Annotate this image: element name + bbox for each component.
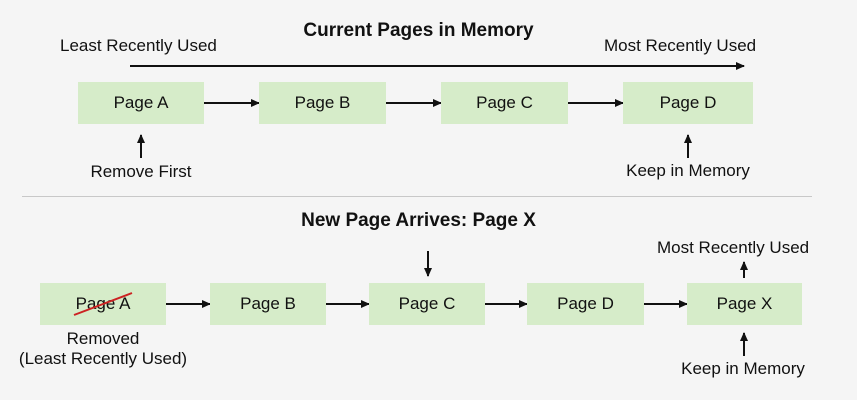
lru-label-top: Least Recently Used [60,36,217,55]
page-box-label: Page B [294,93,351,112]
page-box-a-removed: Page A [40,283,166,325]
page-box-label: Page D [557,294,614,313]
page-box-b-bottom: Page B [210,283,326,325]
top-title: Current Pages in Memory [303,20,534,41]
page-box-label: Page D [659,93,717,112]
strikethrough-line [73,292,133,316]
page-box-label: Page A [113,93,169,112]
page-box-label: Page C [398,294,456,313]
page-box-d: Page D [623,82,753,124]
mru-label-top: Most Recently Used [604,36,757,55]
page-box-c-bottom: Page C [369,283,485,325]
removed-label: Removed [66,329,140,348]
page-box-label: Page B [240,294,296,313]
remove-first-label: Remove First [90,162,192,181]
page-box-b: Page B [259,82,386,124]
keep-in-memory-label-top: Keep in Memory [626,161,750,180]
removed-sublabel: (Least Recently Used) [18,349,188,368]
page-box-c: Page C [441,82,568,124]
page-box-x: Page X [687,283,802,325]
keep-in-memory-label-bottom: Keep in Memory [681,359,805,378]
page-box-label: Page X [716,294,773,313]
page-box-d-bottom: Page D [527,283,644,325]
bottom-title: New Page Arrives: Page X [301,210,536,231]
mru-label-bottom: Most Recently Used [657,238,810,257]
page-box-label: Page C [476,93,533,112]
section-divider [22,196,812,197]
page-box-a: Page A [78,82,204,124]
